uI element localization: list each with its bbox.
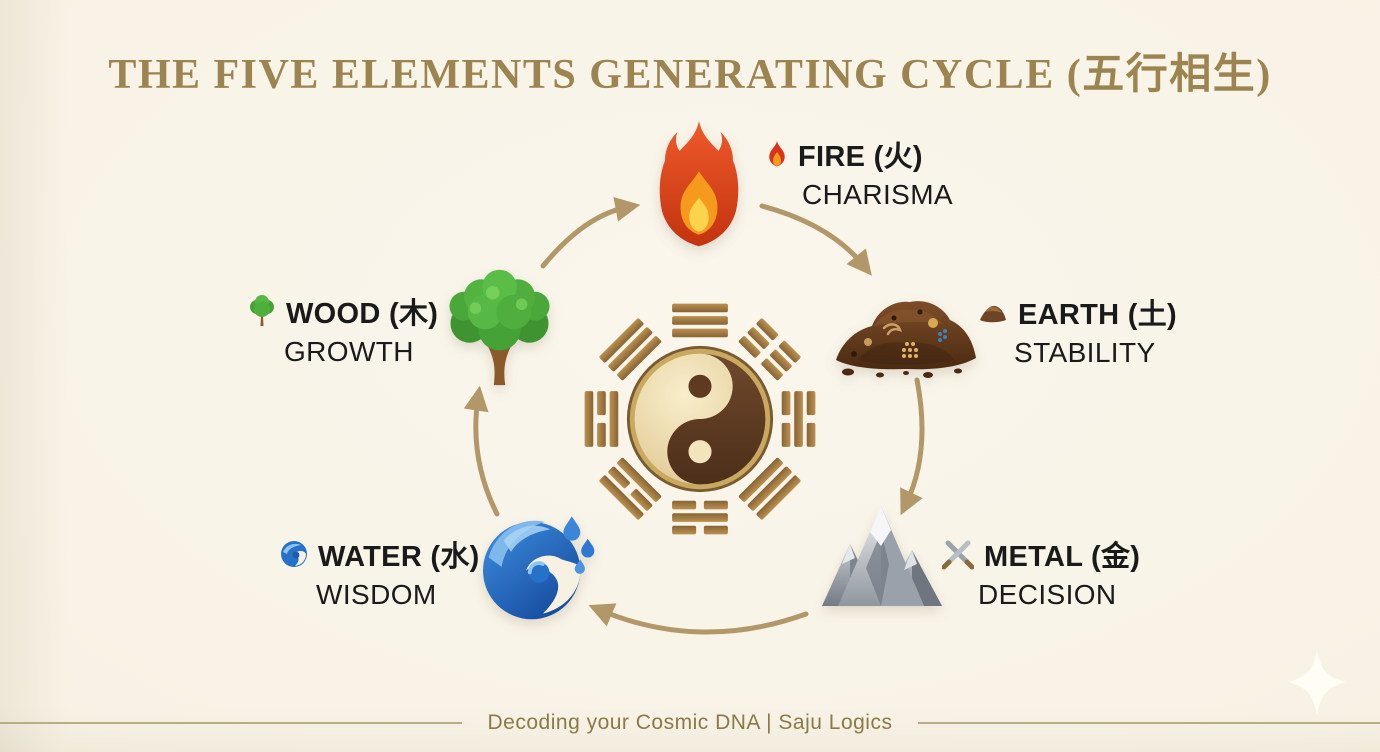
soil-mound-mini-icon	[980, 305, 1006, 322]
wood-trait: GROWTH	[284, 336, 414, 367]
water-trait: WISDOM	[316, 579, 437, 610]
wood-label: WOOD (木) GROWTH	[248, 290, 438, 368]
crossed-swords-mini-icon	[942, 540, 974, 569]
earth-trait: STABILITY	[1014, 337, 1156, 368]
arrow-metal-to-water	[588, 603, 809, 635]
metal-name: METAL (金)	[984, 541, 1141, 573]
footer-line-right	[918, 722, 1380, 724]
metal-trait: DECISION	[978, 579, 1117, 610]
footer-text: Decoding your Cosmic DNA | Saju Logics	[487, 711, 893, 734]
footer: Decoding your Cosmic DNA | Saju Logics	[0, 711, 1380, 735]
fire-label: FIRE (火) CHARISMA	[766, 133, 953, 211]
arrow-fire-to-earth	[759, 203, 872, 276]
fire-trait: CHARISMA	[802, 179, 953, 210]
tree-mini-icon	[250, 295, 274, 326]
arrow-earth-to-metal	[900, 377, 925, 516]
soil-mound-icon	[836, 301, 976, 378]
wood-name: WOOD (木)	[286, 298, 439, 330]
yinyang	[626, 345, 774, 493]
water-label: WATER (水) WISDOM	[280, 533, 480, 611]
arrow-wood-to-fire	[540, 197, 641, 269]
bagua-yinyang-icon	[584, 303, 816, 535]
earth-name: EARTH (土)	[1018, 299, 1177, 331]
water-name: WATER (水)	[318, 541, 480, 573]
page-title: THE FIVE ELEMENTS GENERATING CYCLE (五行相生…	[108, 52, 1272, 98]
footer-line-left	[0, 722, 462, 724]
mountain-icon	[822, 506, 942, 606]
earth-label: EARTH (土) STABILITY	[978, 291, 1177, 369]
tree-icon	[449, 269, 550, 386]
fire-name: FIRE (火)	[798, 141, 923, 173]
wave-mini-icon	[281, 541, 307, 567]
ocean-wave-icon	[483, 516, 595, 620]
sparkle-icon	[1287, 650, 1347, 716]
flame-mini-icon	[769, 141, 785, 167]
metal-label: METAL (金) DECISION	[942, 533, 1140, 611]
flame-icon	[659, 120, 739, 247]
arrow-water-to-wood	[463, 385, 500, 517]
